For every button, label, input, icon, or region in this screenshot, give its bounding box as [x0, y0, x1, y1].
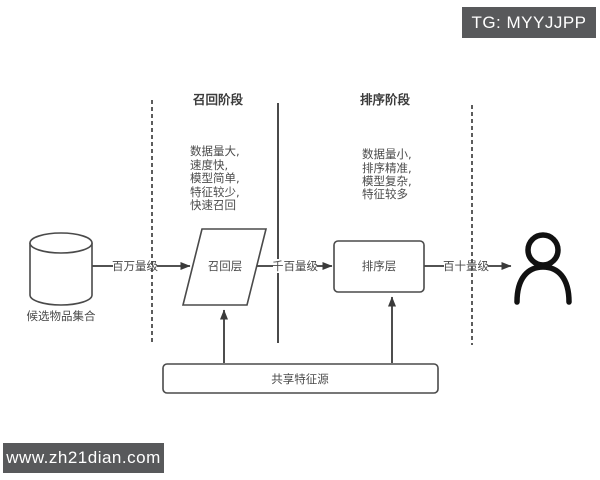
recall-stage-title: 召回阶段 [193, 92, 244, 107]
ranking-note-line: 模型复杂, [362, 174, 412, 188]
edge-label-million-scale: 百万量级 [112, 259, 158, 273]
website-url-text: www.zh21dian.com [6, 448, 161, 467]
edge-label-bg-2 [273, 259, 317, 273]
edge-label-hundred-scale: 百十量级 [443, 259, 489, 273]
recall-note-line: 数据量大, [190, 144, 240, 158]
telegram-handle-text: TG: MYYJJPP [471, 12, 587, 32]
recall-note-line: 速度快, [190, 158, 228, 172]
candidate-db-cylinder-icon [29, 232, 93, 306]
shared-features-label: 共享特征源 [271, 372, 329, 386]
website-watermark-badge: www.zh21dian.com [3, 443, 164, 473]
recall-note-line: 模型简单, [190, 171, 240, 185]
candidate-db-label: 候选物品集合 [27, 309, 96, 323]
ranking-note-line: 数据量小, [362, 147, 412, 161]
ranking-note-line: 排序精准, [362, 161, 412, 175]
shared-features-node [162, 363, 439, 394]
ranking-layer-node [333, 240, 425, 293]
edge-label-bg-1 [113, 259, 157, 273]
ranking-note-line: 特征较多 [362, 187, 408, 201]
edge-label-bg-3 [444, 259, 488, 273]
recall-layer-node [181, 228, 268, 306]
user-icon [514, 232, 572, 305]
edge-label-thousand-scale: 千百量级 [272, 259, 318, 273]
ranking-layer-label: 排序层 [362, 259, 397, 273]
recall-layer-label: 召回层 [208, 259, 243, 273]
telegram-watermark-badge: TG: MYYJJPP [462, 7, 596, 38]
recall-note-line: 特征较少, [190, 185, 240, 199]
ranking-stage-title: 排序阶段 [360, 92, 411, 107]
recall-note-line: 快速召回 [190, 198, 236, 212]
